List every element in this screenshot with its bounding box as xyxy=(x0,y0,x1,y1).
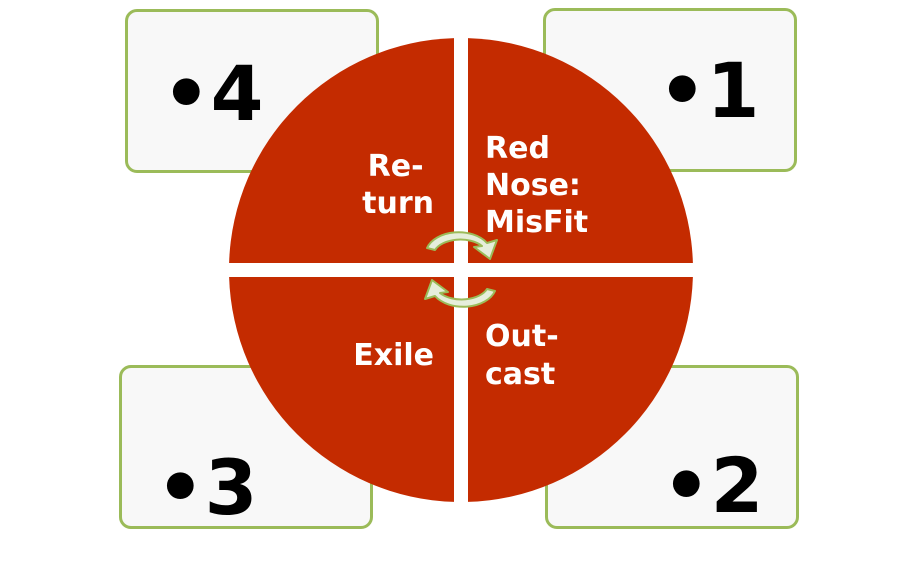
label-outcast-line-1: Out- xyxy=(485,319,559,354)
label-outcast-line-2: cast xyxy=(485,357,555,392)
label-misfit-line-3: MisFit xyxy=(485,205,588,240)
label-misfit-line-1: Red xyxy=(485,131,550,166)
step-1-number: •1 xyxy=(658,46,760,135)
upper-cycle-arrow-icon xyxy=(426,231,498,260)
label-exile: Exile xyxy=(353,338,434,373)
cycle-arrows-icon xyxy=(424,231,498,308)
step-4-number: •4 xyxy=(162,49,264,138)
quadrant-red-nose-misfit xyxy=(468,38,693,263)
quadrant-outcast xyxy=(468,277,693,502)
label-red-nose-misfit: Red Nose: MisFit xyxy=(485,131,591,240)
label-outcast: Out- cast xyxy=(485,319,569,392)
label-misfit-line-2: Nose: xyxy=(485,168,581,203)
lower-cycle-arrow-icon xyxy=(424,279,496,308)
label-return: Re- turn xyxy=(362,149,434,221)
quadrant-exile xyxy=(229,277,454,502)
step-2-number: •2 xyxy=(662,441,764,530)
quadrant-return xyxy=(229,38,454,263)
label-return-line-2: turn xyxy=(362,186,434,221)
label-exile-line-1: Exile xyxy=(353,338,434,373)
step-3-number: •3 xyxy=(156,443,258,532)
label-return-line-1: Re- xyxy=(368,149,424,184)
